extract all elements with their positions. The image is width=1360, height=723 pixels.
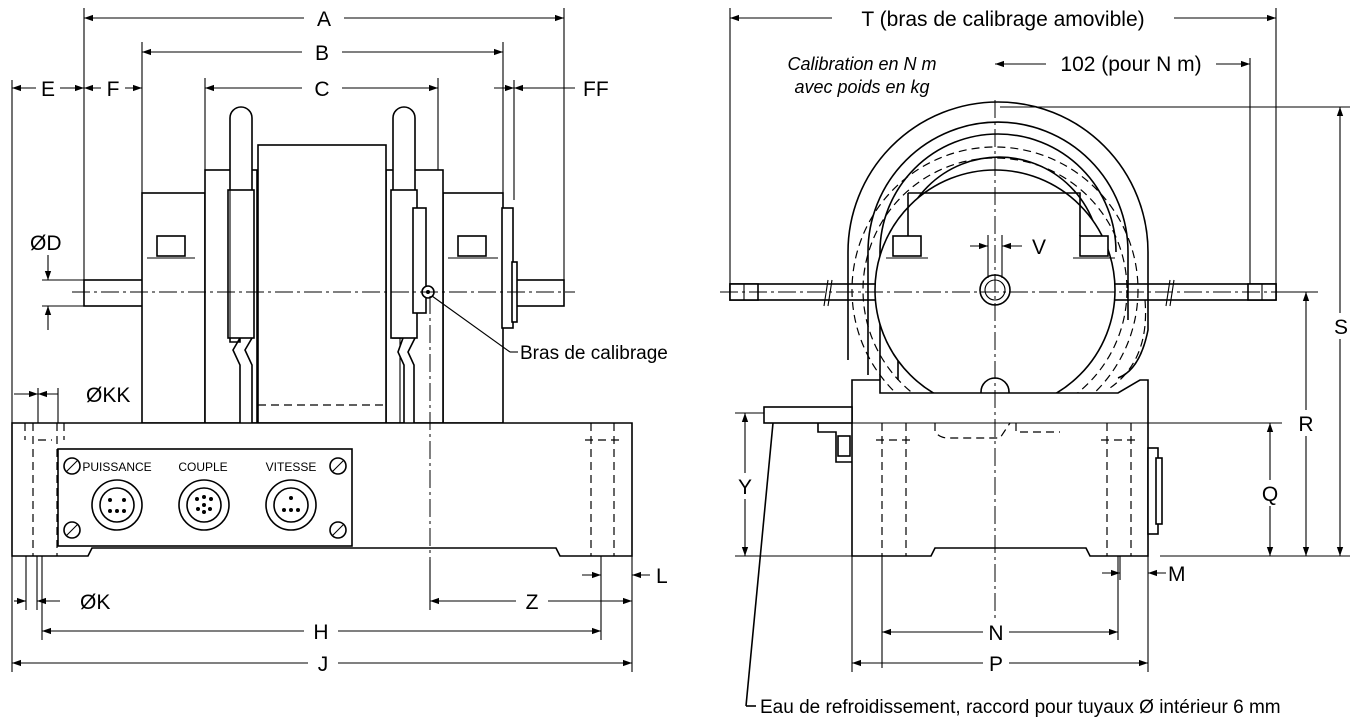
dim-label-102: 102 (pour N m): [1060, 53, 1201, 76]
dim-label-V: V: [1032, 236, 1046, 259]
connector-torque: [178, 479, 230, 531]
dim-label-N: N: [988, 622, 1003, 645]
dim-label-R: R: [1298, 413, 1313, 436]
callout-calibration-arm: Bras de calibrage: [520, 343, 668, 364]
bolt-left: [147, 235, 195, 259]
cooling-water-fitting: [763, 406, 853, 424]
connector-speed: [265, 479, 317, 531]
dim-label-A: A: [317, 8, 331, 31]
dim-label-H: H: [313, 621, 328, 644]
front-view: PUISSANCE COUPLE VITESSE: [11, 6, 668, 676]
connector-label-speed: VITESSE: [266, 460, 317, 474]
side-view: T (bras de calibrage amovible) 102 (pour…: [720, 5, 1351, 718]
right-end-block: [442, 192, 504, 424]
dim-label-K: ØK: [80, 591, 110, 614]
dim-label-J: J: [318, 653, 329, 676]
dim-label-S: S: [1334, 316, 1348, 339]
bolt-left-side: [886, 235, 928, 259]
dim-label-E: E: [41, 78, 55, 101]
bolt-right-side: [1073, 235, 1115, 259]
dim-label-B: B: [315, 42, 329, 65]
panel-screw: [63, 457, 347, 539]
connector-label-torque: COUPLE: [178, 460, 227, 474]
dim-label-L: L: [656, 565, 668, 588]
dim-label-C: C: [314, 78, 329, 101]
dim-label-KK: ØKK: [86, 384, 130, 407]
dim-label-Z: Z: [526, 591, 539, 614]
cooling-tube-left: [227, 106, 255, 431]
dim-label-P: P: [989, 653, 1003, 676]
dim-label-F: F: [107, 78, 120, 101]
dim-label-Q: Q: [1262, 483, 1278, 506]
connector-power: [91, 479, 143, 531]
dim-label-FF: FF: [583, 78, 609, 101]
dim-label-D: ØD: [30, 232, 62, 255]
dim-label-Y: Y: [738, 476, 752, 499]
dim-label-M: M: [1168, 563, 1186, 586]
bolt-right: [448, 235, 498, 259]
connector-label-power: PUISSANCE: [82, 460, 151, 474]
calibration-note-line1: Calibration en N m: [787, 54, 936, 74]
side-base: [851, 379, 1149, 557]
cooling-tube-right: [390, 106, 427, 431]
cooling-loop: [847, 101, 1149, 379]
calibration-note-line2: avec poids en kg: [794, 77, 929, 97]
central-drum: [257, 144, 387, 424]
dim-label-T: T (bras de calibrage amovible): [861, 8, 1144, 31]
callout-cooling-water: Eau de refroidissement, raccord pour tuy…: [760, 697, 1281, 718]
left-end-block: [141, 192, 206, 424]
